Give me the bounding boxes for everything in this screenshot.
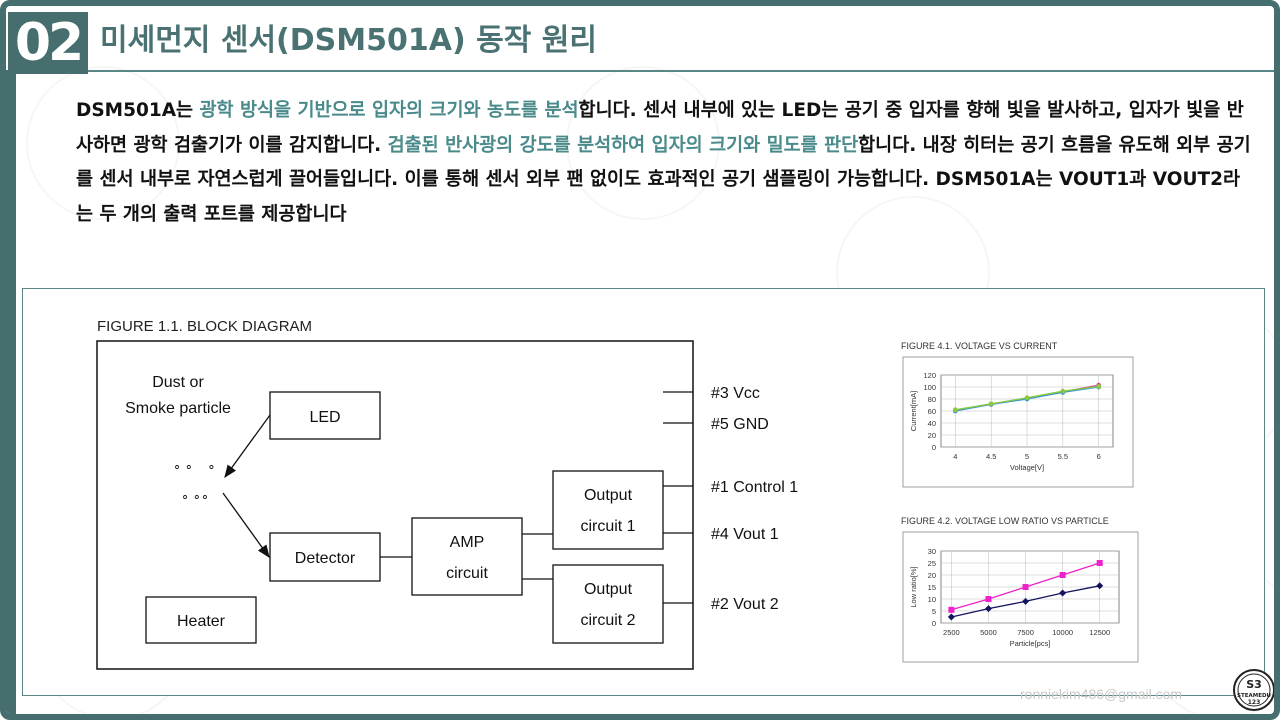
- y-tick-label: 30: [928, 547, 936, 556]
- data-point: [988, 401, 994, 407]
- data-point: [1022, 597, 1030, 605]
- chart-title: FIGURE 4.1. VOLTAGE VS CURRENT: [901, 341, 1058, 351]
- detector-block: [269, 532, 381, 582]
- particle-dots: ∘ ∘∘: [181, 489, 209, 504]
- figure-panel: FIGURE 1.1. BLOCK DIAGRAM Dust or Smoke …: [22, 288, 1265, 696]
- logo-text: 123: [1248, 699, 1261, 706]
- x-tick-label: 6: [1097, 452, 1101, 461]
- pin-vout1-label: #4 Vout 1: [711, 526, 779, 543]
- contact-email: ronniekim486@gmail.com: [1020, 686, 1183, 702]
- data-point: [1096, 560, 1103, 566]
- data-point: [952, 407, 958, 413]
- left-accent-bar: [6, 70, 16, 714]
- led-label: LED: [309, 409, 340, 426]
- data-point: [1059, 589, 1067, 597]
- data-point: [1096, 582, 1104, 590]
- output-circuit-1-label-2: circuit 1: [580, 518, 635, 535]
- paragraph-text: 합니다. 센서 내부에 있는 LED는 공기 중 입자를 향해 빛을 발사하고,…: [76, 100, 1244, 156]
- pin-control-label: #1 Control 1: [711, 479, 798, 496]
- data-point: [1060, 388, 1066, 394]
- pin-vout2-label: #2 Vout 2: [711, 596, 779, 613]
- data-point: [1096, 384, 1102, 389]
- y-tick-label: 100: [923, 383, 936, 392]
- y-tick-label: 20: [928, 431, 936, 440]
- low-ratio-particle-chart: FIGURE 4.2. VOLTAGE LOW RATIO VS PARTICL…: [901, 516, 1139, 663]
- amp-label-1: AMP: [450, 534, 485, 551]
- paragraph-text: 합니다. 내장 히터는 공기 흐름을 유도해 외부 공기를 센서 내부로 자연스…: [76, 134, 1251, 225]
- watermark-logo: [566, 66, 720, 220]
- y-tick-label: 25: [928, 559, 936, 568]
- data-point: [984, 605, 992, 613]
- data-point: [1022, 584, 1029, 590]
- paragraph-text: DSM501A는: [76, 100, 200, 121]
- heater-label: Heater: [177, 613, 226, 630]
- logo-text: S3: [1246, 678, 1262, 691]
- x-tick-label: 10000: [1052, 628, 1073, 637]
- pin-vcc-label: #3 Vcc: [711, 385, 760, 402]
- particle-to-detector-arrow: [222, 492, 270, 559]
- y-tick-label: 40: [928, 419, 936, 428]
- y-axis-label: Low ratio[%]: [909, 566, 918, 607]
- title-divider: [88, 70, 1274, 72]
- steamedu-logo: S3 STEAMEDU 123: [1233, 669, 1274, 711]
- y-tick-label: 60: [928, 407, 936, 416]
- y-tick-label: 20: [928, 571, 936, 580]
- output-circuit-2-label-1: Output: [584, 581, 633, 598]
- y-tick-label: 10: [928, 595, 936, 604]
- sensor-outline: [96, 340, 694, 670]
- data-point: [1059, 572, 1066, 578]
- output-circuit-1-block: [552, 470, 664, 550]
- pin-gnd-label: #5 GND: [711, 416, 769, 433]
- voltage-current-chart: FIGURE 4.1. VOLTAGE VS CURRENT 0 20 40 60 80 1…: [901, 341, 1134, 488]
- led-block: [269, 391, 381, 440]
- led-to-particle-arrow: [224, 414, 271, 479]
- x-tick-label: 5000: [980, 628, 997, 637]
- x-tick-label: 4: [953, 452, 957, 461]
- x-tick-label: 5: [1025, 452, 1029, 461]
- page-title: 미세먼지 센서(DSM501A) 동작 원리: [100, 23, 597, 58]
- data-point: [947, 613, 955, 621]
- section-number: 02: [8, 12, 88, 74]
- data-point: [1024, 395, 1030, 401]
- amp-label-2: circuit: [446, 565, 488, 582]
- data-point: [948, 606, 955, 613]
- chart-title: FIGURE 4.2. VOLTAGE LOW RATIO VS PARTICL…: [901, 516, 1109, 526]
- x-axis-label: Particle[pcs]: [1010, 639, 1051, 648]
- y-tick-label: 120: [923, 371, 936, 380]
- particle-dots: ∘ ∘ ∘: [173, 459, 215, 474]
- y-tick-label: 5: [932, 607, 936, 616]
- amp-block: [411, 517, 523, 596]
- heater-block: [145, 596, 257, 644]
- description-paragraph: DSM501A는 광학 방식을 기반으로 입자의 크기와 농도를 분석합니다. …: [76, 94, 1256, 232]
- block-diagram: FIGURE 1.1. BLOCK DIAGRAM Dust or Smoke …: [96, 318, 1139, 670]
- block-diagram-title: FIGURE 1.1. BLOCK DIAGRAM: [97, 318, 312, 335]
- logo-text: STEAMEDU: [1237, 693, 1271, 699]
- paragraph-highlight: 검출된 반사광의 강도를 분석하여 입자의 크기와 밀도를 판단: [387, 134, 859, 156]
- y-tick-label: 0: [932, 619, 936, 628]
- y-tick-label: 15: [928, 583, 936, 592]
- data-point: [985, 596, 992, 602]
- x-tick-label: 2500: [943, 628, 960, 637]
- x-tick-label: 7500: [1017, 628, 1034, 637]
- watermark-logo: [26, 66, 180, 220]
- particle-label-2: Smoke particle: [125, 400, 231, 417]
- y-axis-label: Current[mA]: [909, 391, 918, 431]
- detector-label: Detector: [295, 550, 356, 567]
- x-axis-label: Voltage[V]: [1010, 463, 1044, 472]
- y-tick-label: 0: [932, 443, 936, 452]
- particle-label-1: Dust or: [152, 374, 204, 391]
- x-tick-label: 12500: [1089, 628, 1110, 637]
- paragraph-highlight: 광학 방식을 기반으로 입자의 크기와 농도를 분석: [199, 100, 579, 121]
- x-tick-label: 4.5: [986, 452, 996, 461]
- x-tick-label: 5.5: [1058, 452, 1068, 461]
- output-circuit-2-label-2: circuit 2: [580, 612, 635, 629]
- output-circuit-2-block: [552, 564, 664, 644]
- output-circuit-1-label-1: Output: [584, 487, 633, 504]
- y-tick-label: 80: [928, 395, 936, 404]
